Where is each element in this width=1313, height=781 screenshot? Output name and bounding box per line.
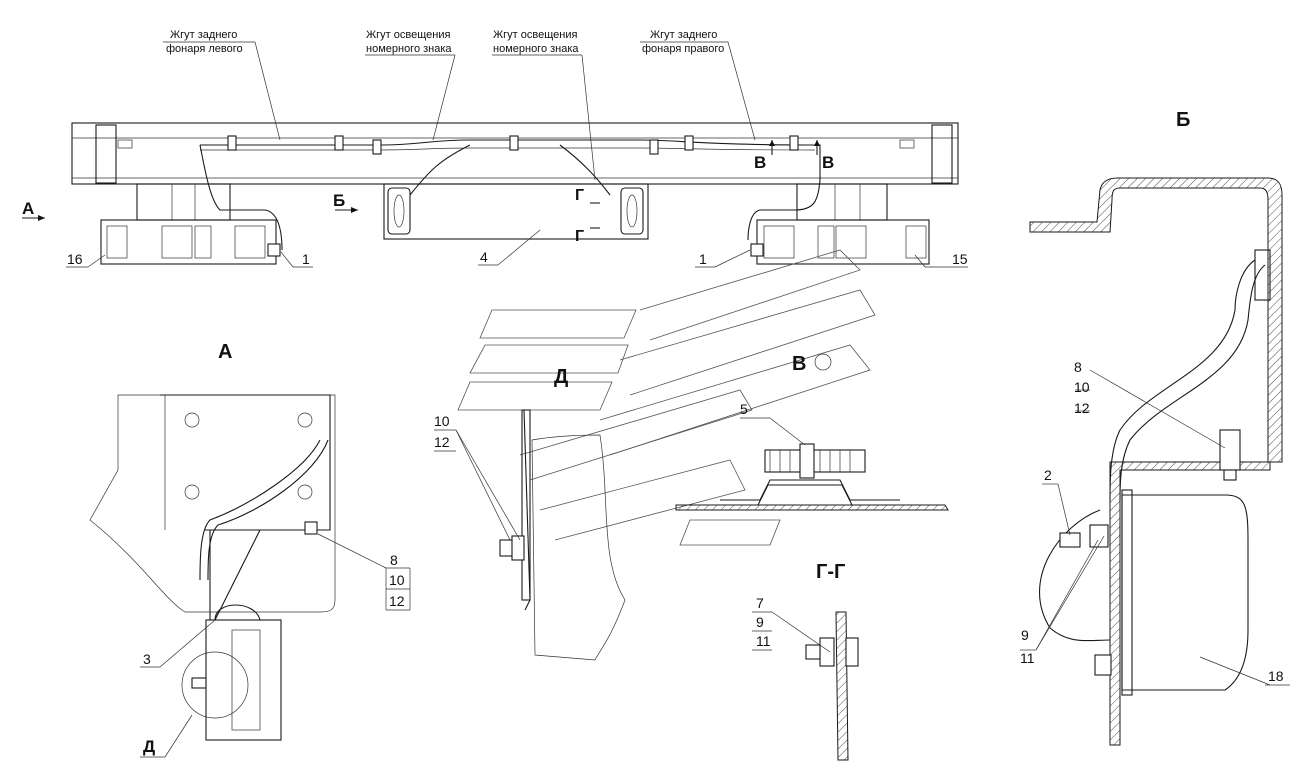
harness-left-label-2: фонаря левого [166,43,243,55]
view-arrow-b: Б [333,191,345,210]
harness-callouts [163,41,756,181]
view-a-part-12: 12 [389,593,405,609]
part-4: 4 [480,249,488,265]
section-gg-part-9: 9 [756,614,764,630]
harness-plate1-label-1: Жгут освещения [366,29,450,41]
section-g-bottom: Г [575,228,584,245]
view-v-title: В [792,353,806,375]
view-a-title: А [218,341,232,363]
view-a-detail [89,394,336,741]
section-g-top: Г [575,187,584,204]
main-leaders [66,229,968,268]
harness-plate2-label-1: Жгут освещения [493,29,577,41]
view-b-part-9: 9 [1021,627,1029,643]
view-b-detail [1029,177,1283,746]
view-b-part-10: 10 [1074,379,1090,395]
view-arrow-a: А [22,199,34,218]
section-gg-part-7: 7 [756,595,764,611]
view-d-title: Д [554,366,568,388]
circle-d-label: Д [143,737,155,756]
harness-right-label-2: фонаря правого [642,43,724,55]
harness-left-label-1: Жгут заднего [170,29,237,41]
view-v-detail [675,443,949,511]
view-b-part-12: 12 [1074,400,1090,416]
view-d-part-10: 10 [434,413,450,429]
view-d-part-12: 12 [434,434,450,450]
section-gg-detail [805,611,859,761]
section-gg-title: Г-Г [816,561,845,583]
view-b-part-18: 18 [1268,668,1284,684]
part-1-left: 1 [302,251,310,267]
view-v-part-5: 5 [740,401,748,417]
view-b-part-11: 11 [1020,650,1035,666]
section-gg-part-11: 11 [756,633,771,649]
view-b-part-2: 2 [1044,467,1052,483]
part-15: 15 [952,251,968,267]
harness-plate1-label-2: номерного знака [366,43,452,55]
part-1-right: 1 [699,251,707,267]
view-b-title: Б [1176,109,1190,131]
view-b-part-8: 8 [1074,359,1082,375]
view-a-part-10: 10 [389,572,405,588]
harness-plate2-label-2: номерного знака [493,43,579,55]
view-a-part-3: 3 [143,651,151,667]
view-a-part-8: 8 [390,552,398,568]
section-v-left: В [754,153,766,172]
part-16: 16 [67,251,83,267]
harness-right-label-1: Жгут заднего [650,29,717,41]
view-d-detail [457,249,876,661]
section-v-right: В [822,153,834,172]
bumper-assembly [22,122,959,265]
